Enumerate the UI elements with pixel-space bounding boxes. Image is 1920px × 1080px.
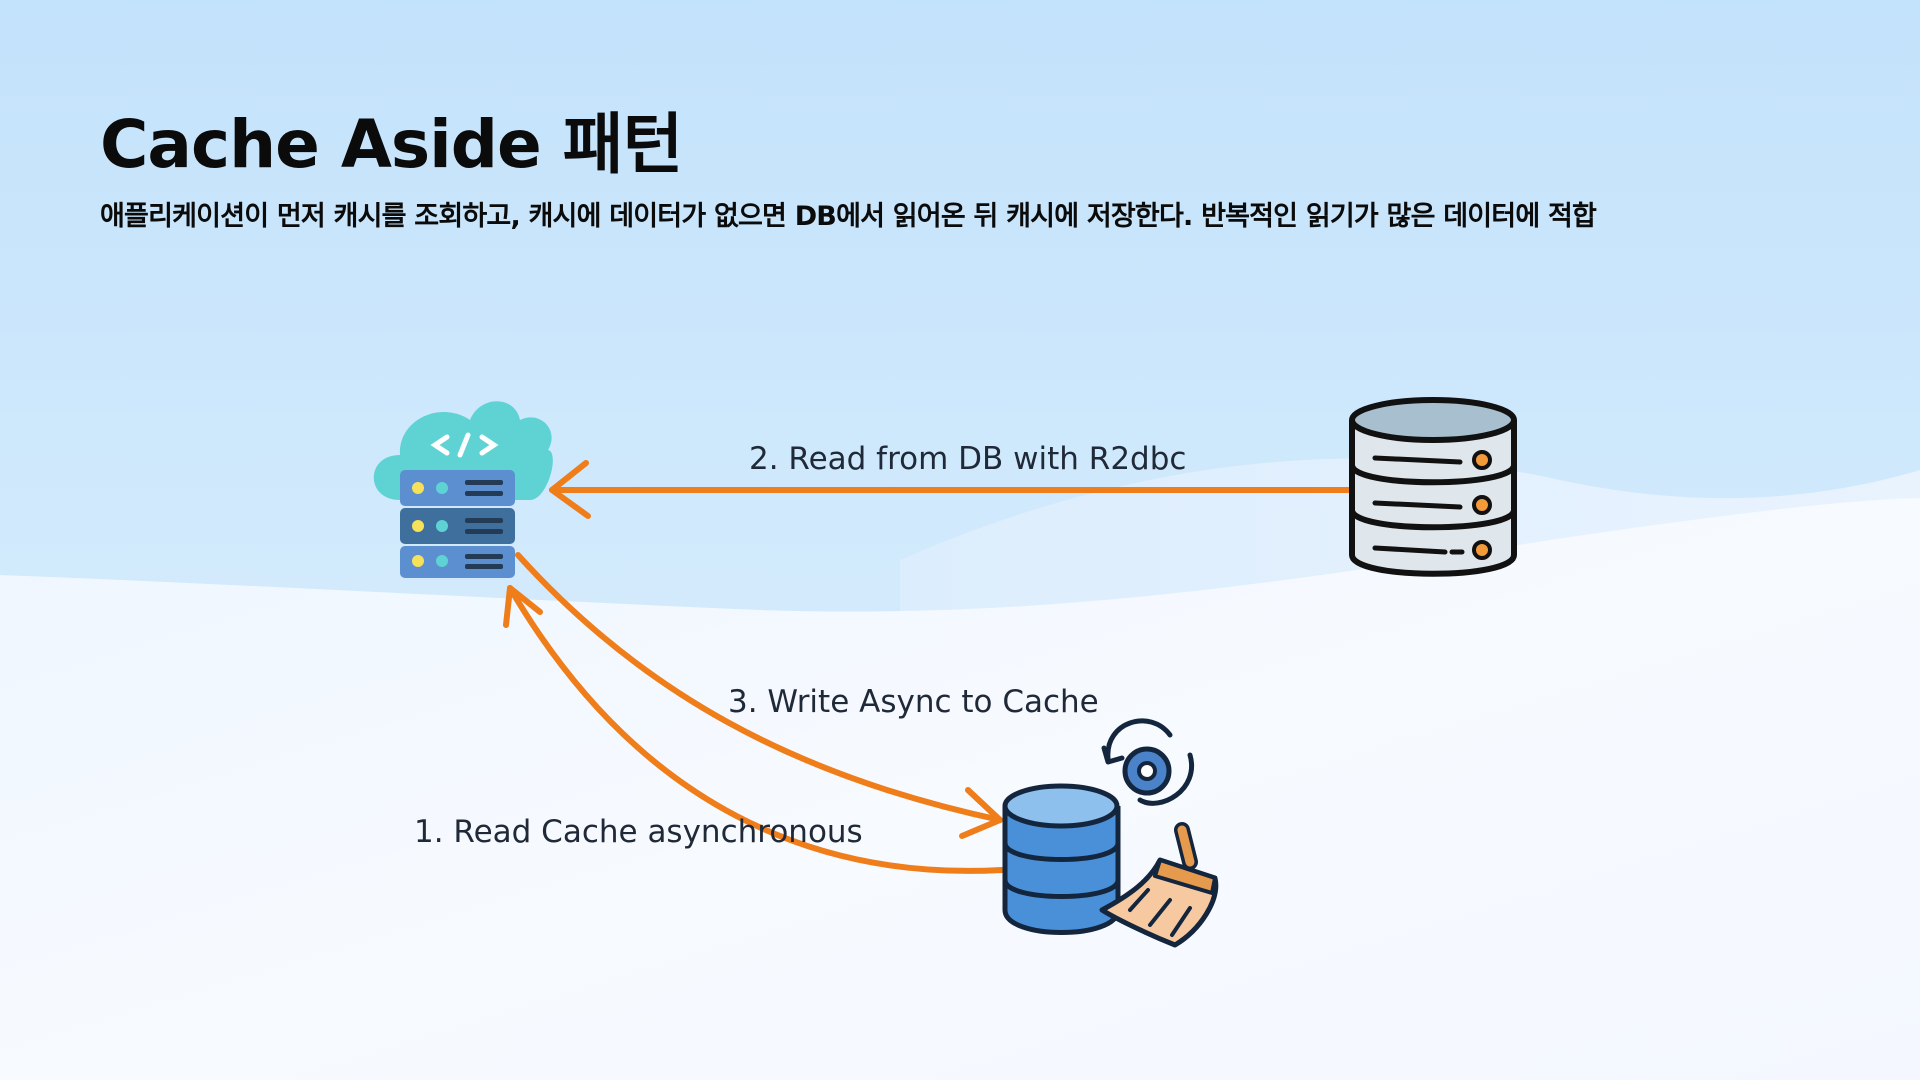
arrow-app-to-cache-write [515, 552, 1003, 839]
cloud-server-icon [373, 401, 553, 578]
cache-database-icon [1002, 718, 1219, 948]
database-server-icon [1349, 397, 1517, 577]
arrow-db-to-app [549, 460, 1351, 519]
slide-title: Cache Aside 패턴 [100, 106, 683, 183]
edge-label-read-db: 2. Read from DB with R2dbc [749, 441, 1187, 477]
edge-label-read-cache: 1. Read Cache asynchronous [414, 814, 863, 850]
slide-subtitle: 애플리케이션이 먼저 캐시를 조회하고, 캐시에 데이터가 없으면 DB에서 읽… [100, 201, 1597, 232]
edge-label-write-cache: 3. Write Async to Cache [728, 684, 1099, 720]
arrow-cache-to-app-read [503, 585, 1005, 874]
